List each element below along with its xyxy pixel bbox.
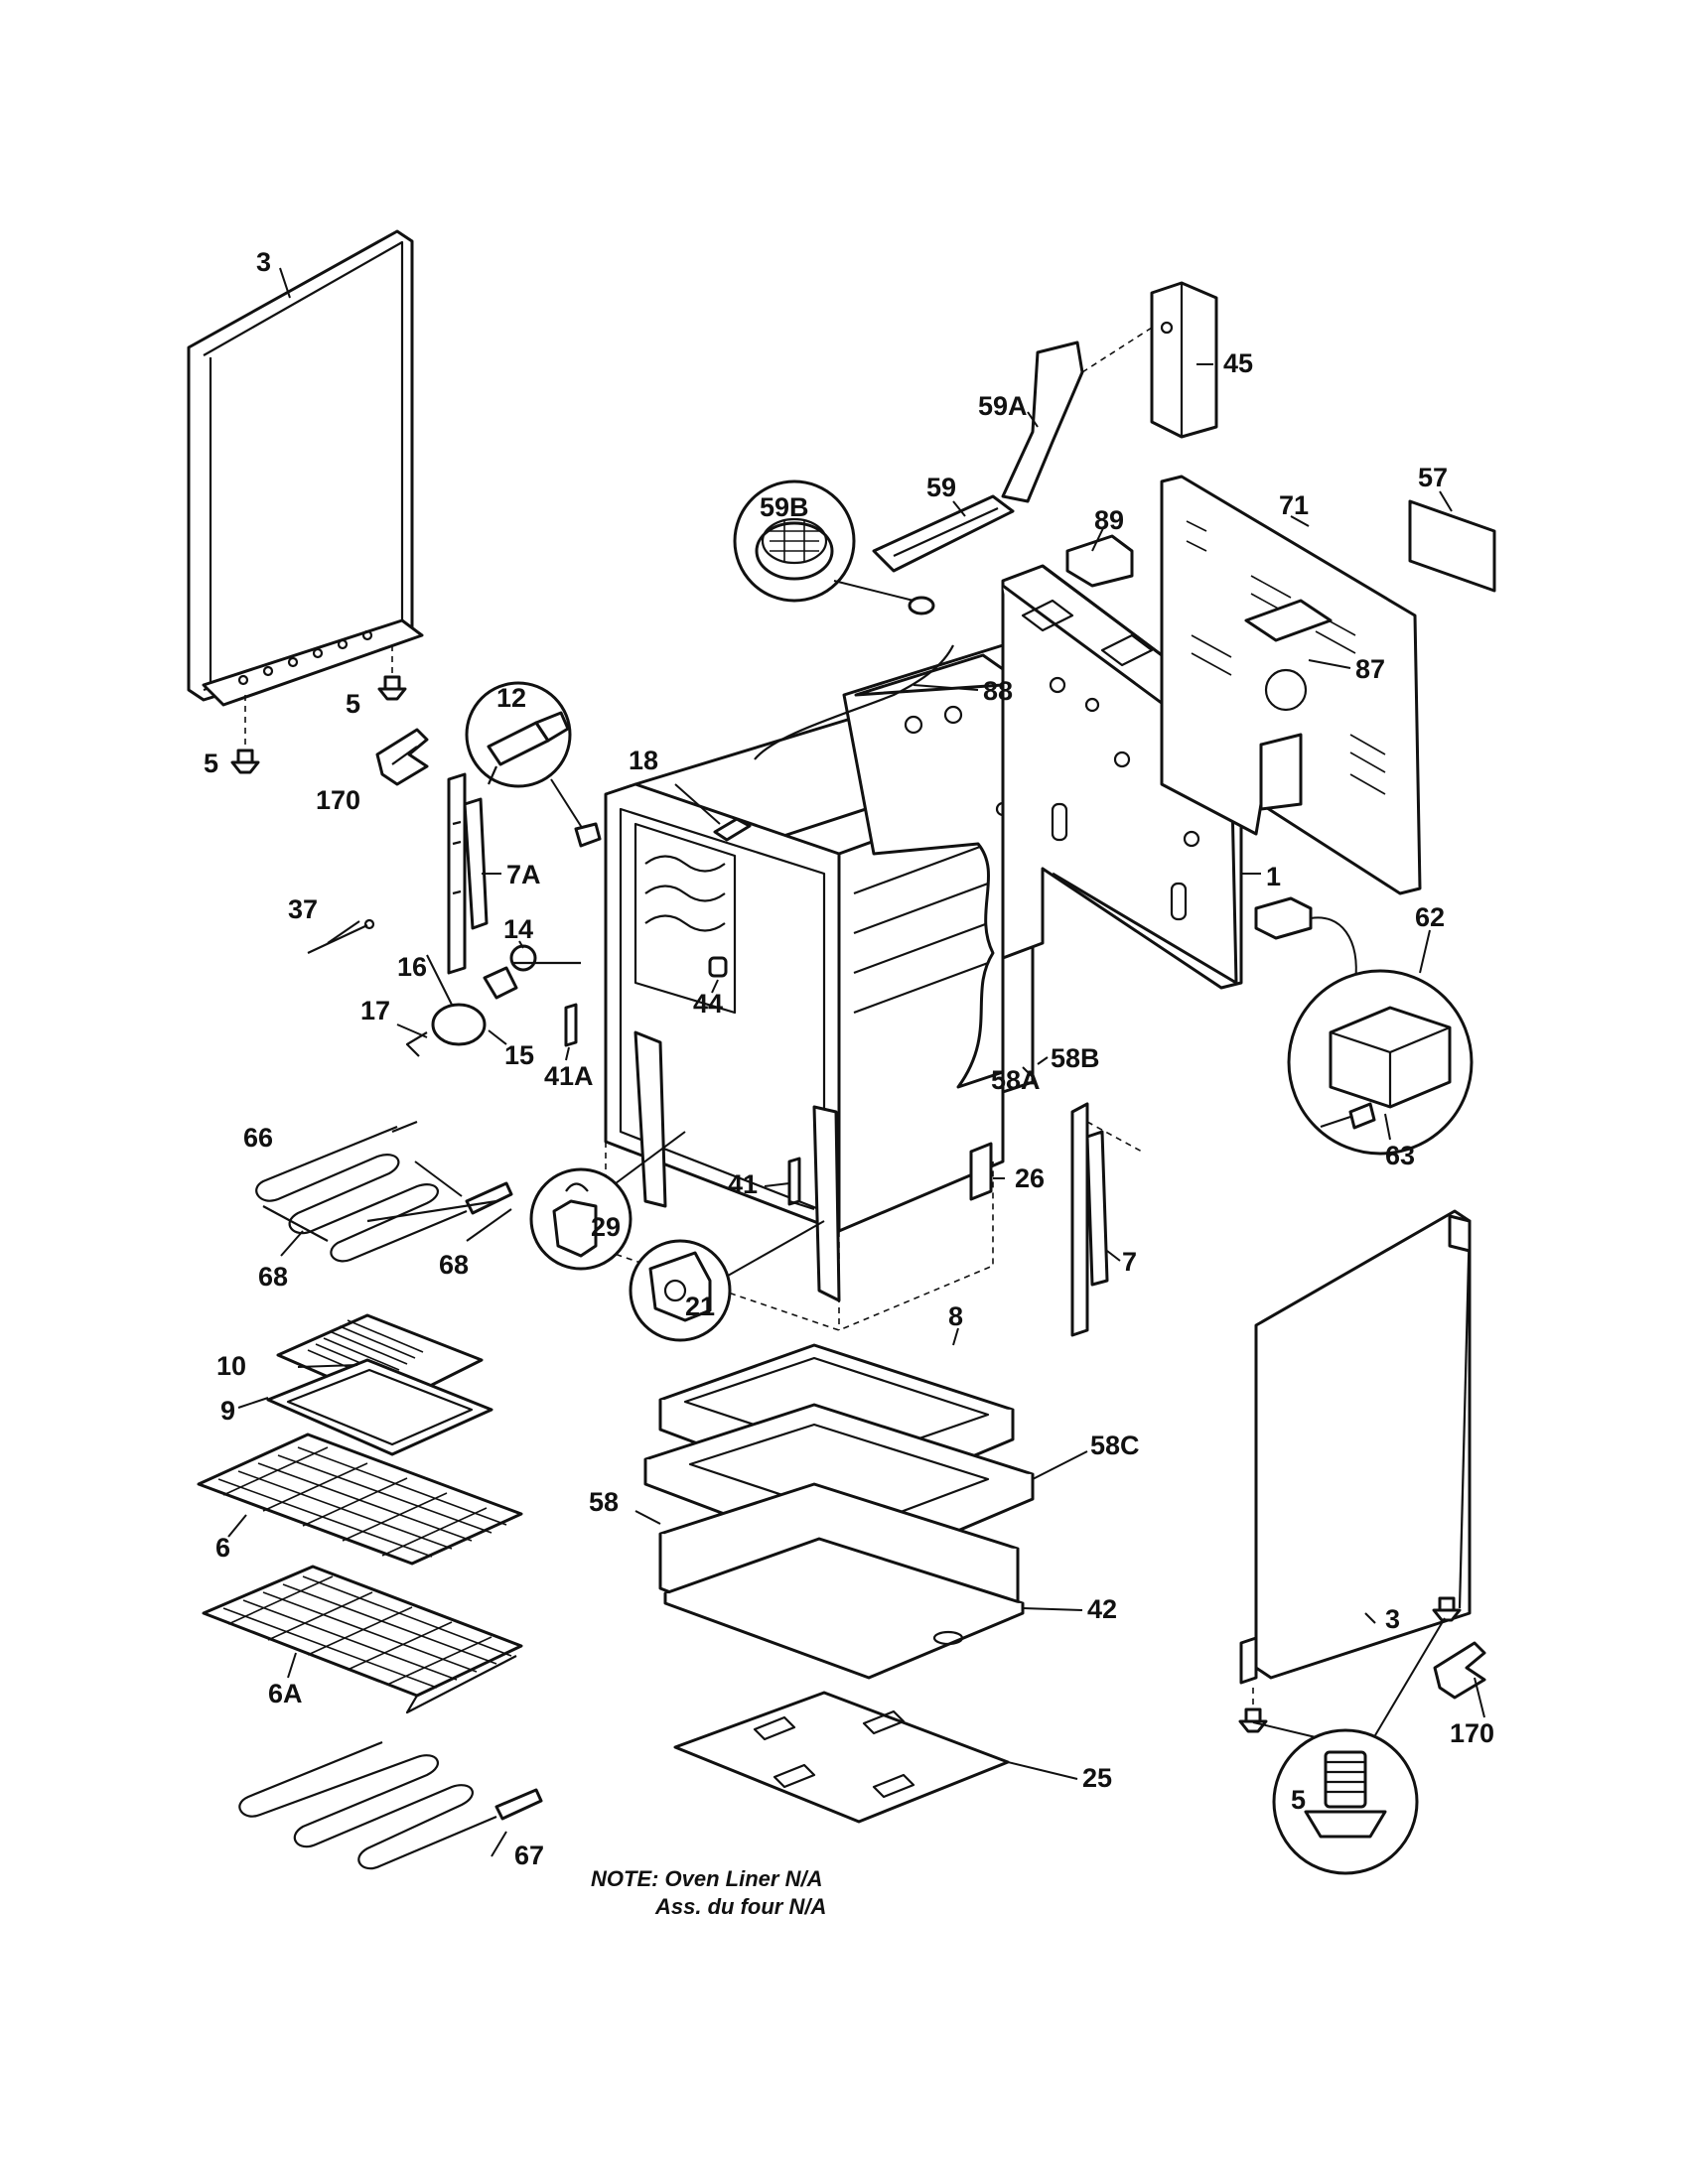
broil-element-67 [238,1740,543,1870]
label-leaders [227,267,1485,1857]
callout-59A: 59A [978,391,1028,421]
leveling-screw-b [230,695,260,774]
callout-44: 44 [693,989,723,1019]
leveling-screw-a [377,645,407,701]
callout-1: 1 [1266,862,1281,891]
callout-63: 63 [1385,1141,1415,1170]
callout-18: 18 [629,746,658,775]
callout-29: 29 [591,1212,621,1242]
callout-58C: 58C [1090,1431,1140,1460]
callout-89: 89 [1094,505,1124,535]
filter-59B-inset [733,479,935,615]
callout-170-left: 170 [316,785,360,815]
callout-17: 17 [360,996,390,1025]
callout-42: 42 [1087,1594,1117,1624]
terminal-block-62-inset [1287,969,1474,1156]
callout-8: 8 [948,1301,963,1331]
callout-66: 66 [243,1123,273,1153]
callout-68-b: 68 [439,1250,469,1280]
callout-71: 71 [1279,490,1309,520]
callout-41A: 41A [544,1061,594,1091]
part-68-b [366,1199,497,1223]
bottom-panel-42 [663,1537,1025,1680]
terminal-block [1254,896,1357,984]
box-45 [1150,281,1218,439]
callout-10: 10 [216,1351,246,1381]
part-37 [307,918,375,954]
callout-41: 41 [728,1169,758,1199]
diagram-note: NOTE: Oven Liner N/A Ass. du four N/A [591,1866,826,1919]
part-26 [969,1142,993,1201]
callout-16: 16 [397,952,427,982]
part-68-a [262,1205,329,1242]
callout-5-inset: 5 [1291,1785,1306,1815]
callout-67: 67 [514,1841,544,1870]
right-side-panel [1239,1209,1472,1685]
callout-59B: 59B [760,492,809,522]
callout-58B: 58B [1051,1043,1100,1073]
callout-26: 26 [1015,1163,1045,1193]
duct-59 [872,494,1015,573]
part-21-inset [629,1220,825,1342]
callout-6A: 6A [268,1679,303,1708]
floor-panel-25 [673,1691,1010,1824]
callout-labels: 3 5 5 170 12 18 7A 37 14 16 17 15 41A 44… [204,247,1494,1870]
callout-5-a: 5 [346,689,360,719]
back-cover-71 [1160,475,1422,895]
callout-7: 7 [1122,1247,1137,1277]
anti-tip-bracket-right [1433,1641,1486,1700]
callout-7A: 7A [506,860,541,889]
top-bracket-18 [674,783,752,842]
callout-3-right: 3 [1385,1604,1400,1634]
anti-tip-bracket-left [375,728,429,786]
callout-21: 21 [685,1292,715,1321]
callout-58A: 58A [991,1065,1041,1095]
bracket-41 [787,1157,815,1211]
plate-57 [1408,499,1496,593]
oven-rack-6 [197,1433,523,1566]
callout-37: 37 [288,894,318,924]
callout-68-a: 68 [258,1262,288,1292]
duct-59A [1001,327,1153,503]
callout-59: 59 [926,473,956,502]
callout-5-b: 5 [204,749,218,778]
callout-15: 15 [504,1040,534,1070]
leveling-leg-5-inset [1252,1617,1446,1875]
bracket-89 [1065,534,1134,588]
callout-58: 58 [589,1487,619,1517]
light-assembly [405,944,581,1057]
callout-12: 12 [496,683,526,713]
callout-57: 57 [1418,463,1448,492]
bake-element-66 [255,1120,513,1263]
wire-harness-88 [754,644,979,760]
callout-62: 62 [1415,902,1445,932]
oven-insulation-58A [842,643,1005,1089]
left-side-panel [187,229,424,707]
clip-29-inset [529,1131,686,1271]
leveling-screw-right-a [1432,1596,1462,1622]
callout-88: 88 [983,676,1013,706]
callout-9: 9 [220,1396,235,1426]
note-line-1: NOTE: Oven Liner N/A [591,1866,822,1891]
callout-45: 45 [1223,348,1253,378]
callout-3-left: 3 [256,247,271,277]
callout-25: 25 [1082,1763,1112,1793]
bracket-41A [564,1003,578,1047]
door-hinge-7 [1070,1102,1143,1337]
callout-6: 6 [215,1533,230,1563]
callout-14: 14 [503,914,533,944]
note-line-2: Ass. du four N/A [654,1894,826,1919]
door-hinge-7A [447,772,489,975]
callout-87: 87 [1355,654,1385,684]
broiler-pan-9 [266,1358,493,1456]
plug-44 [708,956,728,978]
light-socket-inset [465,681,602,848]
oven-rack-6A [202,1565,523,1714]
callout-170-right: 170 [1450,1718,1494,1748]
